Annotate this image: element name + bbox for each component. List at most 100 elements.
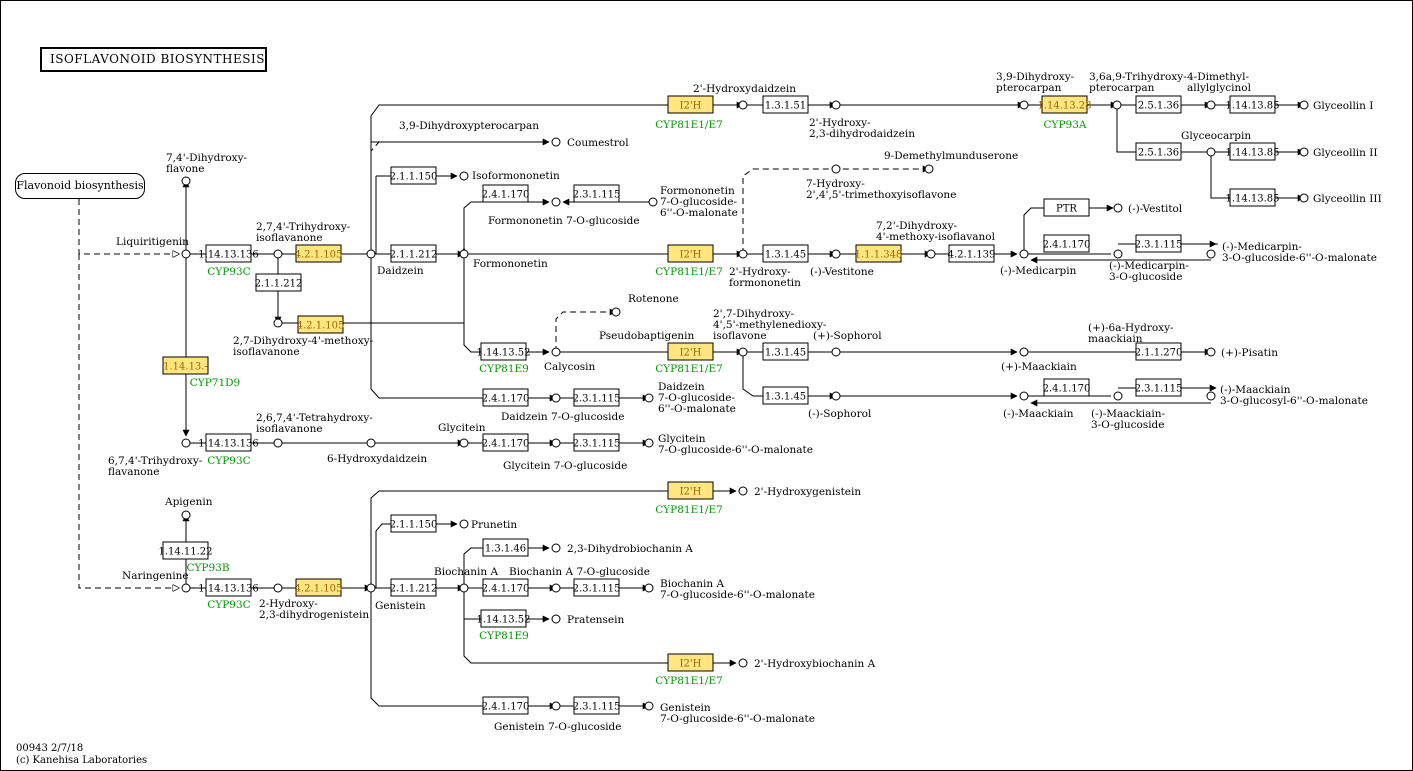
enzyme-box-4-2-1-105[interactable]: 4.2.1.105 bbox=[295, 578, 343, 597]
compound-node[interactable] bbox=[551, 438, 561, 448]
enzyme-box-2-3-1-115[interactable]: 2.3.1.115 bbox=[573, 184, 621, 203]
compound-node[interactable] bbox=[738, 347, 748, 357]
compound-node[interactable] bbox=[551, 393, 561, 403]
enzyme-box-2-4-1-170[interactable]: 2.4.1.170 bbox=[482, 388, 530, 407]
compound-node[interactable] bbox=[1299, 100, 1309, 110]
compound-node[interactable] bbox=[273, 438, 283, 448]
compound-node[interactable] bbox=[648, 197, 658, 207]
enzyme-box-1-14-13-52[interactable]: 1.14.13.52 bbox=[476, 609, 531, 628]
enzyme-box-2-1-1-212[interactable]: 2.1.1.212 bbox=[390, 244, 438, 263]
enzyme-box-2-1-1-270[interactable]: 2.1.1.270 bbox=[1135, 342, 1183, 361]
enzyme-box-2-4-1-170[interactable]: 2.4.1.170 bbox=[482, 696, 530, 715]
compound-node[interactable] bbox=[831, 249, 841, 259]
enzyme-box-1-14-13-136[interactable]: 1.14.13.136 bbox=[198, 433, 259, 452]
enzyme-box-2-1-1-212[interactable]: 2.1.1.212 bbox=[390, 578, 438, 597]
compound-node[interactable] bbox=[459, 438, 469, 448]
enzyme-box-4-2-1-105[interactable]: 4.2.1.105 bbox=[297, 315, 345, 334]
compound-node[interactable] bbox=[1019, 100, 1029, 110]
compound-node[interactable] bbox=[181, 249, 191, 259]
enzyme-box-1-1-1-348[interactable]: 1.1.1.348 bbox=[855, 244, 903, 263]
enzyme-box-2-3-1-115[interactable]: 2.3.1.115 bbox=[573, 578, 621, 597]
enzyme-box-2-3-1-115[interactable]: 2.3.1.115 bbox=[1135, 378, 1183, 397]
enzyme-box-1-14-13-28[interactable]: 1.14.13.28 bbox=[1037, 95, 1092, 114]
compound-node[interactable] bbox=[181, 510, 191, 520]
enzyme-box-4-2-1-105[interactable]: 4.2.1.105 bbox=[295, 244, 343, 263]
enzyme-box-1-14-13-52[interactable]: 1.14.13.52 bbox=[476, 342, 531, 361]
compound-node[interactable] bbox=[551, 543, 561, 553]
compound-node[interactable] bbox=[551, 614, 561, 624]
compound-node[interactable] bbox=[1019, 391, 1029, 401]
enzyme-box-1-14-13-136[interactable]: 1.14.13.136 bbox=[198, 244, 259, 263]
compound-node[interactable] bbox=[1113, 391, 1123, 401]
compound-node[interactable] bbox=[181, 176, 191, 186]
compound-node[interactable] bbox=[181, 438, 191, 448]
enzyme-box-2-4-1-170[interactable]: 2.4.1.170 bbox=[482, 578, 530, 597]
compound-node[interactable] bbox=[1299, 193, 1309, 203]
compound-node[interactable] bbox=[1206, 100, 1216, 110]
compound-node[interactable] bbox=[1206, 391, 1216, 401]
compound-node[interactable] bbox=[738, 249, 748, 259]
enzyme-box-i2-h[interactable]: I2'H bbox=[667, 653, 714, 672]
compound-node[interactable] bbox=[459, 249, 469, 259]
compound-node[interactable] bbox=[831, 347, 841, 357]
compound-node[interactable] bbox=[551, 583, 561, 593]
enzyme-box-1-14-11-22[interactable]: 1.14.11.22 bbox=[158, 541, 213, 560]
compound-node[interactable] bbox=[1206, 147, 1216, 157]
compound-node[interactable] bbox=[738, 486, 748, 496]
compound-node[interactable] bbox=[459, 171, 469, 181]
map-link-flavonoid-biosynthesis[interactable]: Flavonoid biosynthesis bbox=[15, 173, 145, 199]
compound-node[interactable] bbox=[831, 391, 841, 401]
enzyme-box-2-3-1-115[interactable]: 2.3.1.115 bbox=[573, 433, 621, 452]
compound-node[interactable] bbox=[644, 438, 654, 448]
compound-node[interactable] bbox=[366, 583, 376, 593]
compound-node[interactable] bbox=[738, 100, 748, 110]
compound-node[interactable] bbox=[1112, 100, 1122, 110]
enzyme-box-2-5-1-36[interactable]: 2.5.1.36 bbox=[1135, 142, 1182, 161]
compound-node[interactable] bbox=[644, 701, 654, 711]
enzyme-box-1-14-13-85[interactable]: 1.14.13.85 bbox=[1225, 188, 1280, 207]
compound-node[interactable] bbox=[831, 164, 841, 174]
compound-node[interactable] bbox=[366, 438, 376, 448]
compound-node[interactable] bbox=[181, 583, 191, 593]
enzyme-box-i2-h[interactable]: I2'H bbox=[667, 95, 714, 114]
enzyme-box-1-14-13[interactable]: 1.14.13.- bbox=[162, 356, 209, 375]
enzyme-box-2-4-1-170[interactable]: 2.4.1.170 bbox=[1043, 234, 1091, 253]
compound-node[interactable] bbox=[273, 318, 283, 328]
enzyme-box-2-3-1-115[interactable]: 2.3.1.115 bbox=[573, 696, 621, 715]
compound-node[interactable] bbox=[551, 197, 561, 207]
compound-node[interactable] bbox=[926, 249, 936, 259]
compound-node[interactable] bbox=[551, 137, 561, 147]
compound-node[interactable] bbox=[1113, 249, 1123, 259]
compound-node[interactable] bbox=[831, 100, 841, 110]
enzyme-box-1-14-13-85[interactable]: 1.14.13.85 bbox=[1225, 95, 1280, 114]
enzyme-box-1-14-13-136[interactable]: 1.14.13.136 bbox=[198, 578, 259, 597]
compound-node[interactable] bbox=[366, 249, 376, 259]
compound-node[interactable] bbox=[1206, 249, 1216, 259]
enzyme-box-2-1-1-212[interactable]: 2.1.1.212 bbox=[255, 273, 303, 292]
map-title[interactable]: ISOFLAVONOID BIOSYNTHESIS bbox=[40, 47, 267, 72]
enzyme-box-1-14-13-85[interactable]: 1.14.13.85 bbox=[1225, 142, 1280, 161]
enzyme-box-i2-h[interactable]: I2'H bbox=[667, 481, 714, 500]
enzyme-box-2-3-1-115[interactable]: 2.3.1.115 bbox=[1135, 234, 1183, 253]
compound-node[interactable] bbox=[1299, 147, 1309, 157]
enzyme-box-1-3-1-45[interactable]: 1.3.1.45 bbox=[762, 386, 809, 405]
enzyme-box-2-5-1-36[interactable]: 2.5.1.36 bbox=[1135, 95, 1182, 114]
compound-node[interactable] bbox=[924, 164, 934, 174]
compound-node[interactable] bbox=[1113, 203, 1123, 213]
enzyme-box-2-1-1-150[interactable]: 2.1.1.150 bbox=[390, 166, 438, 185]
compound-node[interactable] bbox=[551, 347, 561, 357]
compound-node[interactable] bbox=[611, 307, 621, 317]
enzyme-box-ptr[interactable]: PTR bbox=[1043, 198, 1090, 217]
compound-node[interactable] bbox=[1019, 347, 1029, 357]
compound-node[interactable] bbox=[738, 658, 748, 668]
enzyme-box-4-2-1-139[interactable]: 4.2.1.139 bbox=[948, 244, 996, 263]
enzyme-box-i2-h[interactable]: I2'H bbox=[667, 244, 714, 263]
compound-node[interactable] bbox=[459, 519, 469, 529]
enzyme-box-i2-h[interactable]: I2'H bbox=[667, 342, 714, 361]
enzyme-box-2-4-1-170[interactable]: 2.4.1.170 bbox=[482, 184, 530, 203]
compound-node[interactable] bbox=[644, 393, 654, 403]
compound-node[interactable] bbox=[1206, 347, 1216, 357]
compound-node[interactable] bbox=[273, 249, 283, 259]
enzyme-box-2-1-1-150[interactable]: 2.1.1.150 bbox=[390, 514, 438, 533]
compound-node[interactable] bbox=[459, 583, 469, 593]
